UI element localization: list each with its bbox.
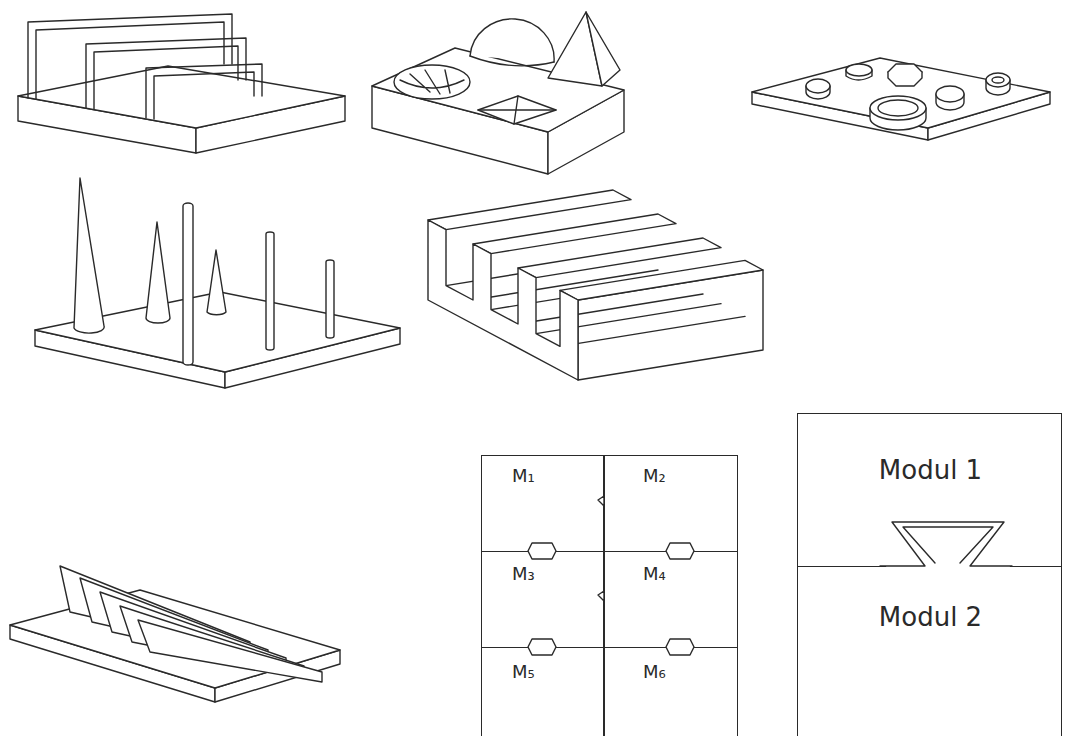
plate-with-small-shapes-part (936, 86, 964, 102)
grid-dovetail-joints-part (528, 639, 556, 655)
module-tile: M₂ (604, 455, 738, 552)
plate-with-slanted-fins-part (10, 590, 340, 688)
block-with-shapes-part (470, 19, 554, 62)
slab-with-arches (18, 14, 345, 153)
plate-with-small-shapes-part (878, 100, 918, 116)
block-with-shapes-part (478, 96, 556, 124)
grooved-block-part (560, 260, 763, 300)
module-block: Modul 2 (797, 566, 1062, 736)
plate-with-cones-and-rods-part (207, 250, 226, 315)
plate-with-small-shapes-part (752, 58, 1050, 128)
module-dovetail-joint-part (880, 522, 1012, 566)
module-block: Modul 1 (797, 413, 1062, 567)
block-with-shapes-part (394, 65, 470, 99)
plate-with-small-shapes-part (846, 64, 872, 76)
grid-dovetail-joints-part (598, 496, 604, 506)
plate-with-small-shapes-part (888, 72, 922, 86)
slab-with-arches-part (28, 14, 232, 98)
slab-with-arches-part (154, 72, 254, 119)
grooved-block-part (428, 220, 578, 380)
grooved-block (428, 190, 763, 380)
plate-with-cones-and-rods-part (266, 232, 274, 350)
grid-dovetail-joints-part (666, 639, 694, 655)
block-with-shapes-part (400, 70, 464, 94)
grid-dovetail-joints-part (666, 543, 694, 559)
slab-with-arches-part (146, 64, 262, 118)
plate-with-small-shapes-part (986, 73, 1010, 87)
module-tile: M₃ (481, 551, 604, 648)
block-with-shapes-part (478, 96, 556, 124)
module-label: Modul 1 (879, 456, 982, 485)
module-tile: M₁ (481, 455, 604, 552)
module-label: M₂ (643, 466, 666, 486)
plate-with-slanted-fins (10, 566, 340, 702)
module-dovetail-joint-part (903, 527, 993, 563)
plate-with-cones-and-rods-part (74, 178, 104, 333)
plate-with-slanted-fins-part (138, 620, 322, 682)
module-label: M₃ (512, 564, 535, 584)
grid-dovetail-joints-part (598, 591, 604, 601)
plate-with-small-shapes-part (870, 96, 926, 120)
plate-with-small-shapes (752, 58, 1050, 140)
grid-dovetail-joints (528, 496, 694, 655)
module-tile: M₅ (481, 647, 604, 736)
plate-with-cones-and-rods-part (326, 260, 334, 338)
grid-dovetail-joints-part (528, 543, 556, 559)
block-with-shapes-part (470, 56, 554, 66)
module-tile: M₄ (604, 551, 738, 648)
plate-with-small-shapes-part (992, 77, 1004, 83)
module-label: M₄ (643, 564, 666, 584)
plate-with-cones-and-rods (35, 178, 400, 388)
slab-with-arches-part (94, 46, 238, 109)
block-with-shapes-part (586, 12, 620, 86)
plate-with-cones-and-rods-part (146, 222, 170, 323)
module-dovetail-joint (880, 522, 1012, 566)
module-label: M₁ (512, 466, 535, 486)
module-label: Modul 2 (879, 603, 982, 632)
module-tile: M₆ (604, 647, 738, 736)
module-label: M₅ (512, 662, 535, 682)
plate-with-small-shapes-part (806, 79, 830, 93)
slab-with-arches-part (36, 22, 224, 99)
plate-with-cones-and-rods-part (183, 203, 193, 365)
slab-with-arches-part (18, 66, 345, 128)
block-with-shapes (372, 12, 624, 174)
module-label: M₆ (643, 662, 666, 682)
